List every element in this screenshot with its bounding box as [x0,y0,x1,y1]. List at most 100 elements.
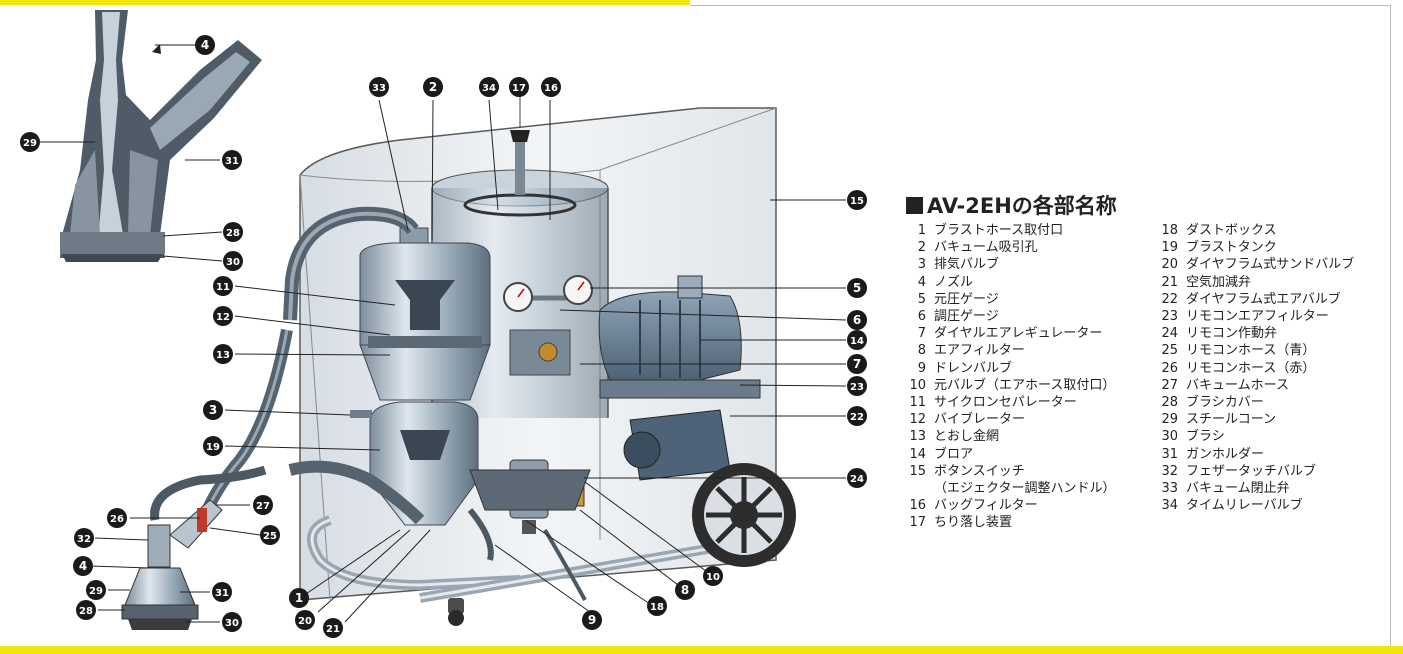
part-number: 8 [917,343,926,359]
nozzle-cutaway [60,10,262,262]
blower [598,275,761,399]
number-marker-circle [509,77,529,97]
part-name: バキュームホース [1186,377,1289,393]
number-marker-circle [675,580,695,600]
pointer-arrow-icon [152,44,161,54]
number-marker-circle [20,132,40,152]
number-marker-label: 4 [201,38,209,52]
number-marker-circle [260,525,280,545]
gauges [503,275,593,376]
part-number: 2 [917,240,926,256]
number-marker: 12 [213,306,233,326]
number-marker: 4 [195,35,215,55]
number-marker-circle [369,77,389,97]
number-marker-label: 33 [372,83,386,94]
number-marker-circle [107,508,127,528]
number-marker-label: 28 [79,606,93,617]
part-name: 排気バルブ [934,257,1000,273]
number-marker-label: 31 [215,588,229,599]
number-marker-label: 24 [850,474,864,485]
number-marker-label: 25 [263,531,277,542]
number-marker: 29 [86,580,106,600]
wheel [692,463,796,567]
part-number: 19 [1161,240,1178,256]
number-marker-label: 14 [850,336,864,347]
number-marker-circle [479,77,499,97]
number-marker-label: 7 [853,357,861,371]
number-marker-label: 27 [256,501,270,512]
part-number: 13 [909,429,926,445]
number-marker-label: 8 [681,583,689,597]
part-number: 16 [909,498,926,514]
parts-list-item: 16 バッグフィルター [902,497,1152,514]
number-marker-label: 23 [850,382,864,393]
number-marker-label: 9 [588,613,596,627]
leader-lines [40,44,847,623]
number-marker: 33 [369,77,389,97]
part-name: ブロア [934,446,974,462]
number-marker-label: 12 [216,312,230,323]
part-number: 27 [1161,377,1178,393]
part-name: リモコン作動弁 [1186,326,1278,342]
number-marker-circle [213,344,233,364]
blast-gun [121,499,223,630]
part-name: バッグフィルター [934,498,1038,514]
number-marker-circle [213,306,233,326]
number-marker-circle [847,310,867,330]
part-number: 34 [1161,498,1178,514]
part-number: 10 [909,377,926,393]
part-number: 3 [917,257,926,273]
part-name: エアフィルター [934,343,1025,359]
number-marker-circle [73,556,93,576]
number-marker: 19 [203,436,223,456]
part-number: 21 [1161,274,1178,290]
number-marker: 27 [253,495,273,515]
part-name: ブラシ [1186,429,1225,445]
number-marker-circle [195,35,215,55]
number-marker-circle [223,222,243,242]
number-marker-label: 30 [226,257,240,268]
number-marker: 26 [107,508,127,528]
part-name: （エジェクター調整ハンドル） [934,481,1116,497]
part-name: 空気加減弁 [1186,274,1252,290]
frame-line-top [690,5,1390,6]
part-name: ちり落し装置 [934,515,1013,531]
number-marker: 7 [847,354,867,374]
number-marker: 20 [295,610,315,630]
number-marker: 31 [222,150,242,170]
part-number: 23 [1161,309,1178,325]
number-marker: 1 [289,588,309,608]
number-marker-circle [212,582,232,602]
hoses [150,206,587,601]
number-marker-label: 30 [225,618,239,629]
number-marker: 28 [223,222,243,242]
number-marker-label: 22 [850,412,864,423]
part-name: サイクロンセパレーター [934,395,1077,411]
number-marker-circle [289,588,309,608]
number-marker: 25 [260,525,280,545]
number-marker-label: 29 [89,586,103,597]
number-marker-circle [323,618,343,638]
part-number: 18 [1161,223,1178,238]
number-marker-circle [223,251,243,271]
number-marker-label: 2 [429,80,437,94]
part-name: 元圧ゲージ [934,291,999,307]
number-marker-circle [86,580,106,600]
number-marker-circle [295,610,315,630]
